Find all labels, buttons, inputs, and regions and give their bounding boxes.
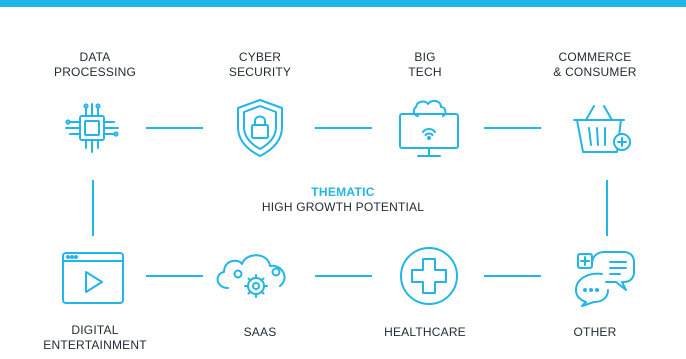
connector-healthcare-to-other bbox=[484, 275, 541, 277]
node-label-data-processing: DATA PROCESSING bbox=[53, 50, 136, 79]
connector-bigtech-to-commerce bbox=[484, 127, 541, 129]
top-accent-bar bbox=[0, 0, 686, 7]
node-label-cyber-security: CYBER SECURITY bbox=[228, 50, 292, 79]
connector-data-to-entertainment bbox=[92, 180, 94, 236]
node-label-digital-entertainment: DIGITAL ENTERTAINMENT bbox=[43, 323, 147, 352]
connector-data-to-cyber bbox=[146, 127, 203, 129]
cloud-gears-icon bbox=[216, 254, 286, 298]
connector-commerce-to-other bbox=[606, 180, 608, 236]
node-label-other: OTHER bbox=[573, 325, 617, 339]
shield-lock-icon bbox=[237, 99, 283, 157]
center-subtitle: HIGH GROWTH POTENTIAL bbox=[261, 200, 425, 214]
cloud-monitor-icon bbox=[399, 99, 459, 157]
chat-bubbles-icon bbox=[575, 251, 635, 307]
connector-saas-to-healthcare bbox=[315, 275, 372, 277]
medical-cross-icon bbox=[400, 247, 458, 305]
video-play-icon bbox=[62, 252, 124, 304]
connector-entertainment-to-saas bbox=[146, 275, 203, 277]
node-label-big-tech: BIG TECH bbox=[408, 50, 442, 79]
center-title: THEMATIC bbox=[311, 185, 375, 199]
shopping-basket-icon bbox=[573, 105, 631, 153]
processor-chip-icon bbox=[65, 103, 119, 153]
node-label-commerce-consumer: COMMERCE & CONSUMER bbox=[553, 50, 637, 79]
node-label-healthcare: HEALTHCARE bbox=[384, 325, 466, 339]
connector-cyber-to-bigtech bbox=[315, 127, 372, 129]
node-label-saas: SAAS bbox=[243, 325, 277, 339]
